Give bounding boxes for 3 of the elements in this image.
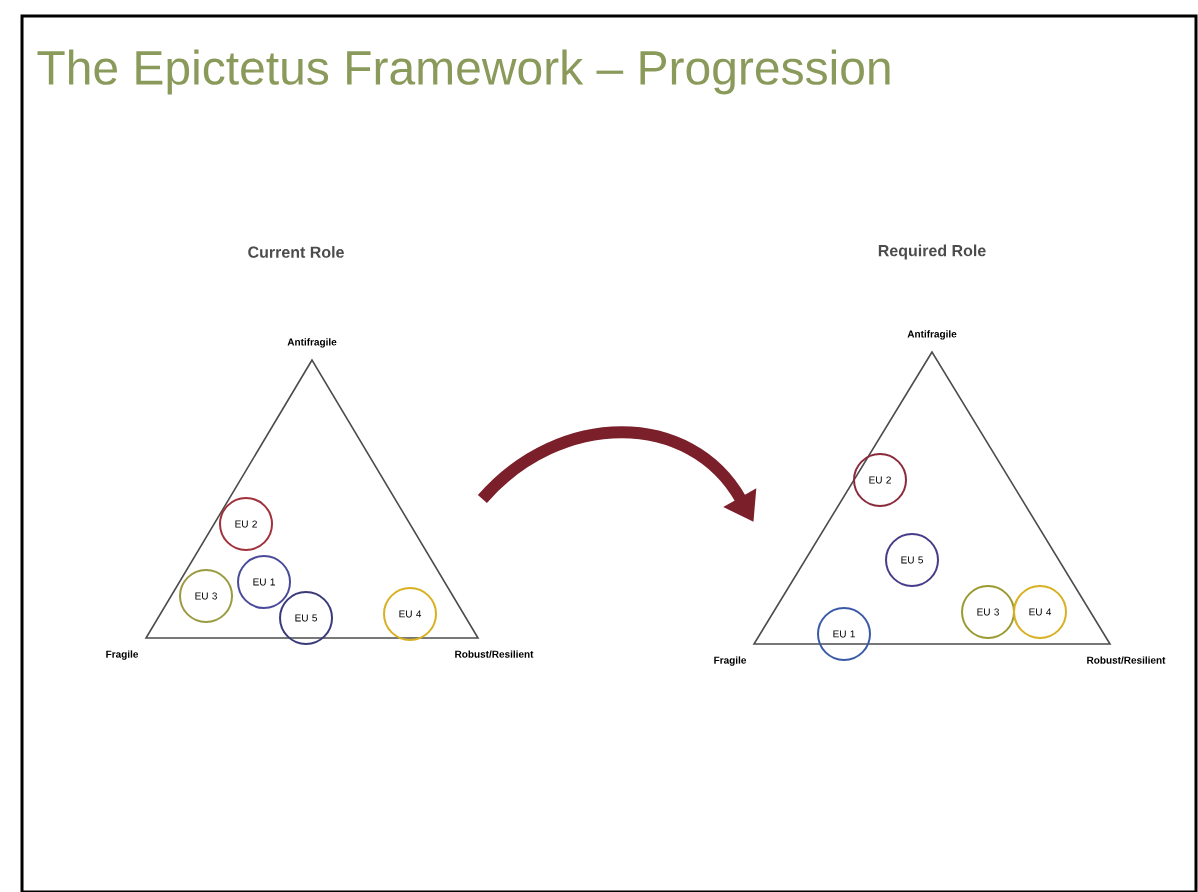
role-heading: Required Role	[878, 244, 986, 260]
slide-title: The Epictetus Framework – Progression	[37, 49, 890, 95]
role-heading: Current Role	[248, 246, 344, 258]
